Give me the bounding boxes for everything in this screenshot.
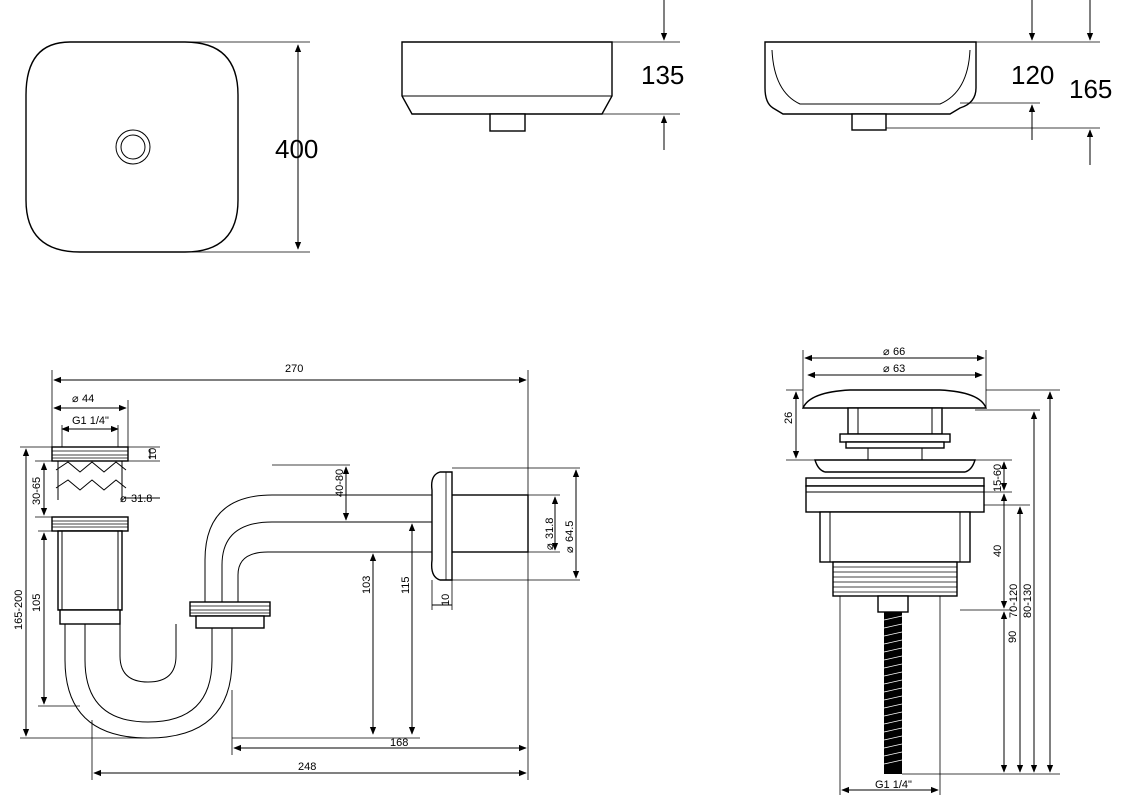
siphon-thread-label: G1 1/4" [72,415,109,427]
collar-height-label: 10 [147,448,159,460]
height-115-label: 115 [400,576,412,594]
height-103-label: 103 [361,576,373,594]
adjust-range-label: 30-65 [31,477,43,505]
trap-height-label: 105 [31,594,43,612]
height-range-label: 165-200 [13,590,25,630]
outlet-diameter-symbol: ⌀ [72,393,79,405]
basin-front-height-label: 135 [641,60,684,90]
cap-inner-symbol: ⌀ [883,363,890,375]
pipe-diameter-label: 31.8 [131,493,152,505]
flange-diameter-symbol: ⌀ [564,546,576,553]
range-15-60-label: 15-60 [992,464,1004,492]
siphon-total-width-label: 270 [285,363,303,375]
siphon-drawing: 270 ⌀ 44 G1 1/4" 10 30-65 ⌀ 31.8 165-200 [13,363,580,780]
body-40-label: 40 [992,545,1004,557]
wall-pipe-diameter-label: 31.8 [544,518,556,539]
cap-inner-label: 63 [893,363,905,375]
flange-diameter-label: 64.5 [564,521,576,542]
wall-pipe-diameter-symbol: ⌀ [544,543,556,550]
cap-outer-symbol: ⌀ [883,346,890,358]
overall-length-label: 248 [298,761,316,773]
cap-outer-label: 66 [893,346,905,358]
basin-top-view: 400 [25,41,318,253]
range-70-120-label: 70-120 [1008,584,1020,618]
drain-thread-label: G1 1/4" [875,779,912,791]
trap-length-label: 168 [390,737,408,749]
offset-range-label: 40-80 [334,469,346,497]
basin-total-height-label: 165 [1069,74,1112,104]
drain-valve-drawing: ⌀ 66 ⌀ 63 26 15-60 40 70-120 80-130 90 [783,346,1060,795]
basin-side-view: 120 165 [764,0,1112,165]
drain-hole-icon [115,129,151,165]
range-80-130-label: 80-130 [1022,584,1034,618]
basin-width-label: 400 [275,134,318,164]
threaded-rod [884,612,902,774]
pipe-diameter-symbol: ⌀ [120,493,127,505]
basin-front-view: 135 [401,0,684,150]
basin-side-height-label: 120 [1011,60,1054,90]
flange-depth-label: 10 [440,594,452,606]
length-90-label: 90 [1007,631,1019,643]
outlet-diameter-label: 44 [82,393,94,405]
cap-height-label: 26 [783,412,795,424]
